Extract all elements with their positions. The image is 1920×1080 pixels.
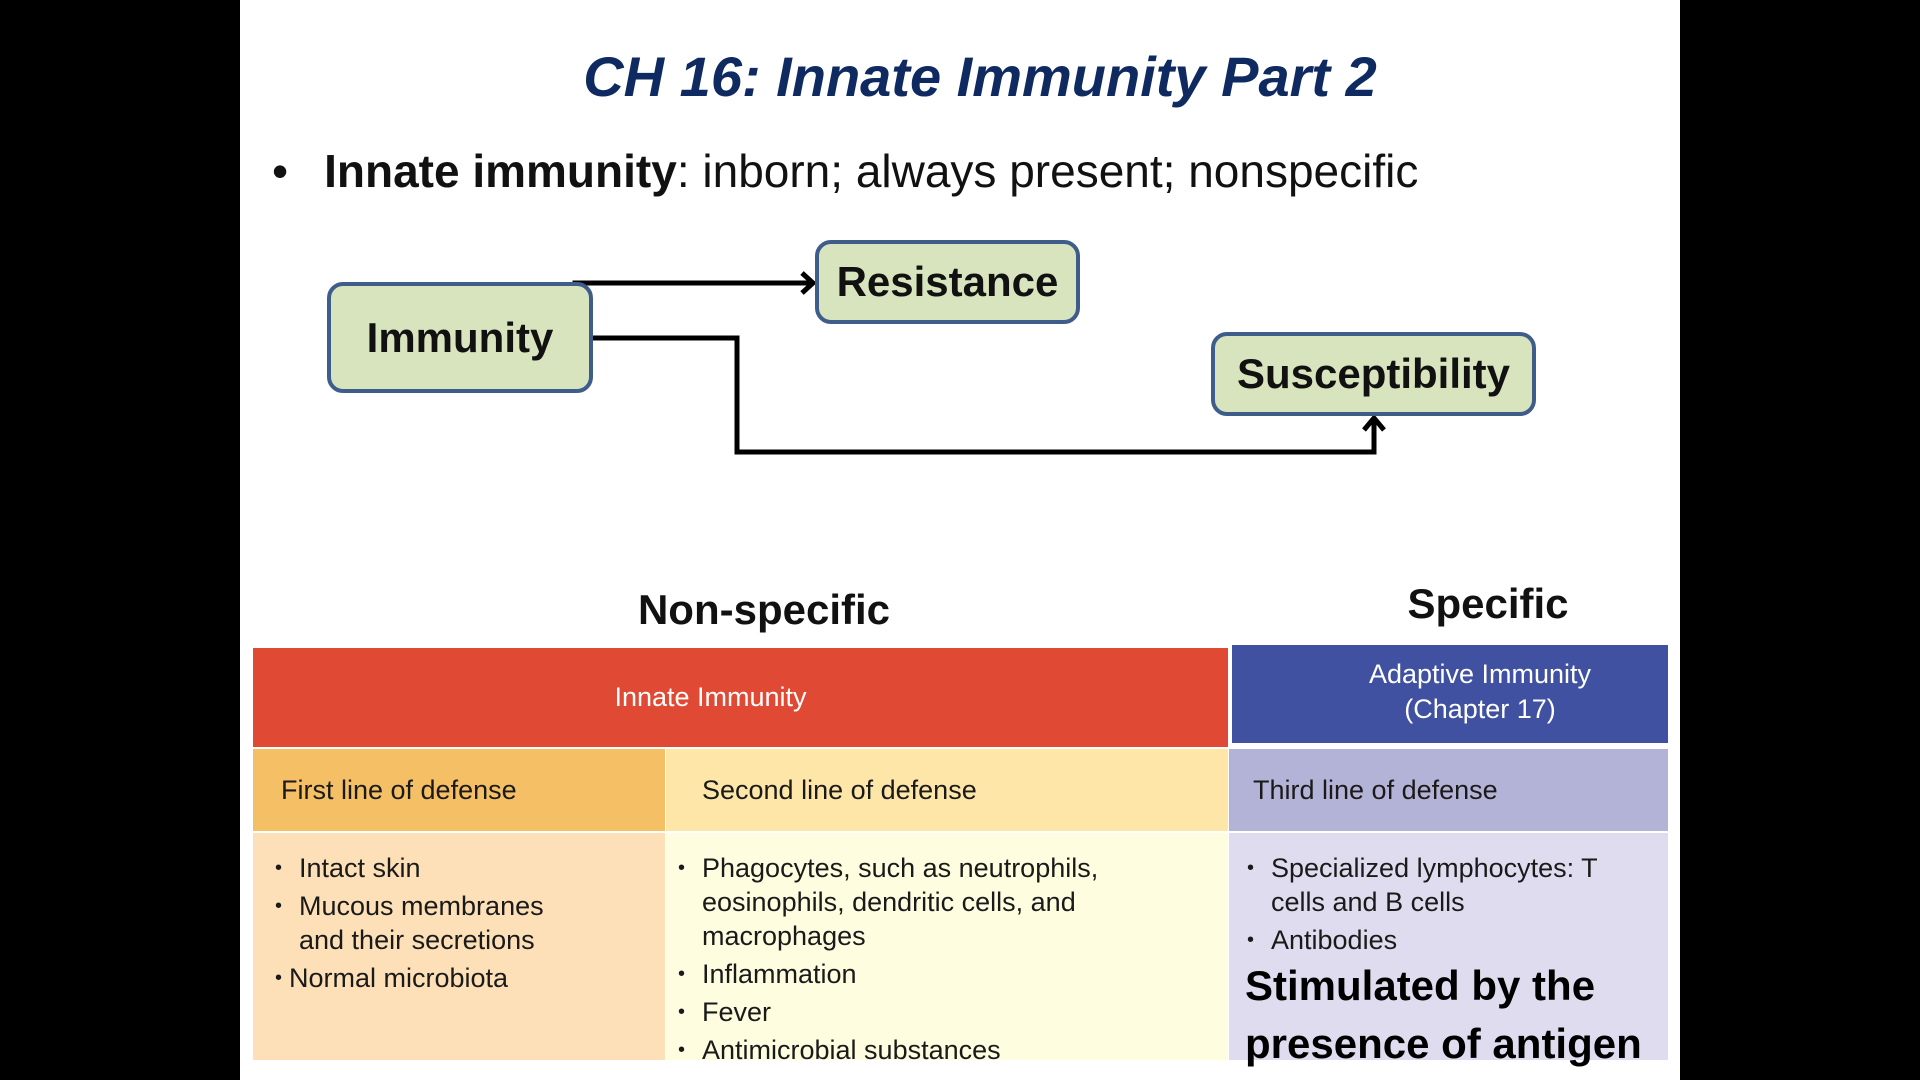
third-line-items: Specialized lymphocytes: T cells and B c…: [1229, 833, 1668, 1067]
adaptive-immunity-header: Adaptive Immunity (Chapter 17): [1232, 645, 1668, 743]
bullet-term: Innate immunity: [324, 145, 677, 197]
arrow-head-icon: [1362, 414, 1386, 432]
slide: CH 16: Innate Immunity Part 2 • Innate im…: [240, 0, 1680, 1080]
resistance-box: Resistance: [815, 240, 1080, 324]
third-line-heading: Third line of defense: [1229, 749, 1668, 831]
adaptive-title: Adaptive Immunity: [1368, 659, 1592, 689]
susceptibility-box: Susceptibility: [1211, 332, 1536, 416]
list-item: Intact skin: [273, 851, 655, 885]
arrow-head-icon: [800, 271, 817, 295]
definition-bullet: • Innate immunity: inborn; always present…: [272, 144, 1418, 198]
first-line-items: Intact skin Mucous membranes and their s…: [253, 833, 665, 1060]
first-line-heading: First line of defense: [253, 749, 665, 831]
specific-label: Specific: [1407, 580, 1569, 627]
second-line-heading: Second line of defense: [666, 749, 1228, 831]
bullet-definition: : inborn; always present; nonspecific: [676, 145, 1419, 197]
list-item: Phagocytes, such as neutrophils, eosinop…: [676, 851, 1162, 953]
connector-resistance: [572, 280, 810, 338]
nonspecific-label: Non-specific: [637, 586, 891, 633]
list-item: Antibodies: [1245, 923, 1658, 957]
immunity-box: Immunity: [327, 282, 593, 393]
second-line-items: Phagocytes, such as neutrophils, eosinop…: [666, 833, 1228, 1067]
adaptive-chapter: (Chapter 17): [1404, 694, 1556, 724]
connector-susceptibility: [593, 335, 1377, 455]
list-item: Specialized lymphocytes: T cells and B c…: [1245, 851, 1631, 919]
antigen-note: Stimulated by the presence of antigen: [1245, 962, 1642, 1067]
innate-immunity-header: Innate Immunity: [253, 648, 1228, 747]
bullet-dot: •: [272, 145, 289, 197]
list-item: Normal microbiota: [273, 961, 655, 995]
list-item: Mucous membranes and their secretions: [273, 889, 589, 957]
list-item: Antimicrobial substances: [676, 1033, 1218, 1067]
list-item: Fever: [676, 995, 1218, 1029]
list-item: Inflammation: [676, 957, 1218, 991]
slide-title: CH 16: Innate Immunity Part 2: [583, 45, 1377, 108]
